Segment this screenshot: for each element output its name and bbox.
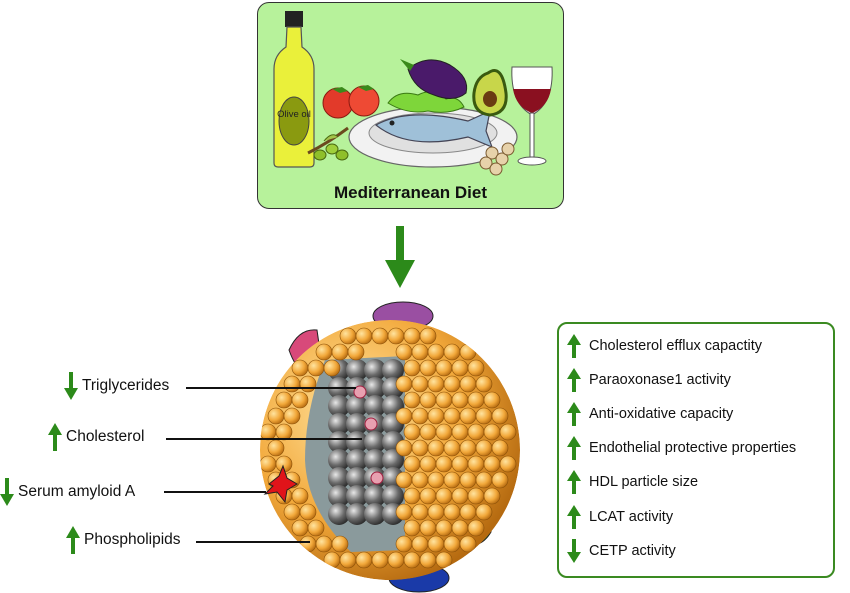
up-arrow-icon bbox=[48, 423, 62, 451]
leader-line-phospholipids bbox=[196, 541, 310, 543]
leader-line-triglycerides bbox=[186, 387, 356, 389]
mediterranean-diet-panel: Olive oil bbox=[257, 2, 564, 209]
up-arrow-icon bbox=[567, 334, 581, 358]
down-arrow-icon bbox=[0, 478, 14, 506]
label-serum-amyloid-a: Serum amyloid A bbox=[0, 478, 135, 506]
up-arrow-icon bbox=[66, 526, 80, 554]
up-arrow-icon bbox=[567, 470, 581, 494]
diet-illustration: Olive oil bbox=[273, 11, 553, 176]
effect-item: Cholesterol efflux capactity bbox=[567, 334, 762, 358]
serum-amyloid-a-marker bbox=[263, 464, 298, 504]
up-arrow-icon bbox=[567, 402, 581, 426]
down-arrow-icon bbox=[64, 372, 78, 400]
avocado-icon bbox=[472, 69, 508, 117]
effect-item: CETP activity bbox=[567, 539, 676, 563]
down-arrow-icon bbox=[385, 226, 415, 288]
olives-icon bbox=[307, 126, 349, 161]
wine-glass-icon bbox=[511, 66, 553, 166]
up-arrow-icon bbox=[567, 436, 581, 460]
effect-item: LCAT activity bbox=[567, 505, 673, 529]
leader-line-serum-amyloid-a bbox=[164, 491, 266, 493]
eggplant-icon bbox=[400, 59, 468, 99]
diet-title: Mediterranean Diet bbox=[333, 183, 488, 202]
down-arrow-icon bbox=[567, 539, 581, 563]
nuts-icon bbox=[479, 142, 515, 176]
olive-oil-bottle-icon: Olive oil bbox=[273, 11, 315, 168]
hdl-particle-illustration bbox=[260, 301, 520, 593]
svg-text:Olive oil: Olive oil bbox=[277, 109, 311, 120]
label-phospholipids: Phospholipids bbox=[66, 526, 181, 554]
hdl-effects-panel: Cholesterol efflux capactity Paraoxonase… bbox=[557, 322, 835, 578]
effect-item: HDL particle size bbox=[567, 470, 698, 494]
label-triglycerides: Triglycerides bbox=[64, 372, 169, 400]
up-arrow-icon bbox=[567, 505, 581, 529]
fish-icon bbox=[374, 109, 494, 149]
tomatoes-icon bbox=[322, 85, 380, 119]
leader-line-cholesterol bbox=[166, 438, 362, 440]
effect-item: Paraoxonase1 activity bbox=[567, 368, 731, 392]
label-cholesterol: Cholesterol bbox=[48, 423, 144, 451]
effect-item: Endothelial protective properties bbox=[567, 436, 796, 460]
up-arrow-icon bbox=[567, 368, 581, 392]
effect-item: Anti-oxidative capacity bbox=[567, 402, 733, 426]
